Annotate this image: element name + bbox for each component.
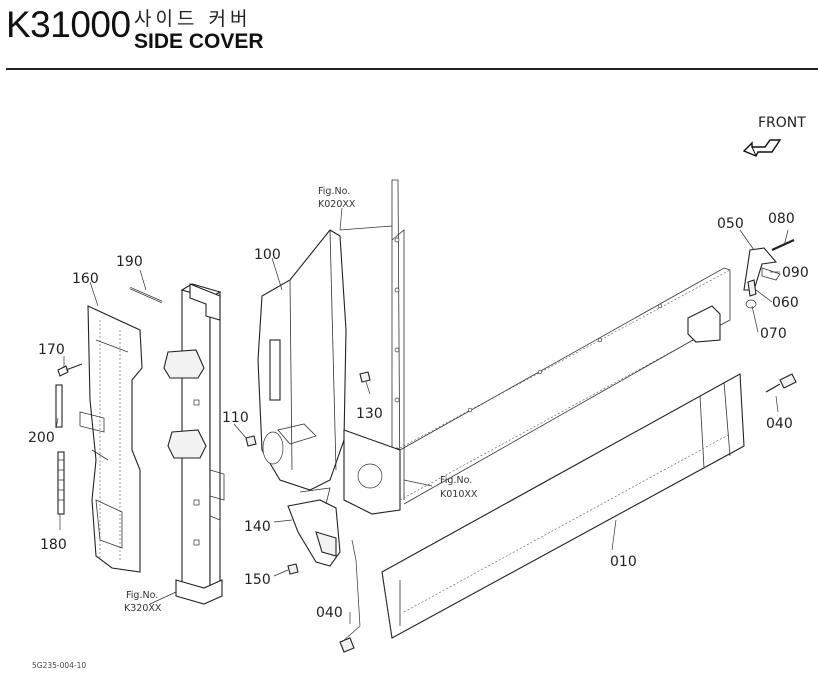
part-label: 070 bbox=[760, 326, 787, 342]
rod-200 bbox=[55, 384, 63, 428]
title-korean: 사이드 커버 bbox=[134, 8, 252, 30]
bolt-040-right bbox=[765, 373, 797, 393]
fig-ref: K320XX bbox=[124, 603, 162, 614]
fig-caption: Fig.No. bbox=[318, 186, 350, 197]
part-label: 190 bbox=[116, 254, 143, 270]
part-label: 060 bbox=[772, 295, 799, 311]
spring-060 bbox=[747, 279, 757, 297]
title-english: SIDE COVER bbox=[134, 30, 264, 53]
rod-180 bbox=[57, 451, 65, 515]
section-code: K31000 bbox=[6, 4, 131, 45]
part-label: 080 bbox=[768, 211, 795, 227]
fig-caption: Fig.No. bbox=[440, 475, 472, 486]
part-label: 110 bbox=[222, 410, 249, 426]
front-arrow-icon bbox=[742, 139, 782, 157]
part-labels: 010 040 040 050 060 070 080 090 100 110 … bbox=[28, 211, 809, 621]
fig-ref: K020XX bbox=[318, 199, 356, 210]
nut-150 bbox=[287, 563, 299, 575]
pin-190 bbox=[129, 286, 163, 304]
pin-080 bbox=[771, 238, 795, 252]
part-label: 160 bbox=[72, 271, 99, 287]
header-rule bbox=[6, 68, 818, 70]
side-cover-010 bbox=[381, 373, 745, 639]
part-label: 130 bbox=[356, 406, 383, 422]
part-label: 040 bbox=[766, 416, 793, 432]
fig-caption: Fig.No. bbox=[126, 590, 158, 601]
frame-rail-reference bbox=[343, 179, 731, 515]
side-cover-100 bbox=[257, 229, 347, 491]
frame-post bbox=[163, 283, 225, 605]
part-label: 040 bbox=[316, 605, 343, 621]
nut-110 bbox=[245, 435, 257, 447]
bolt-170 bbox=[57, 363, 83, 377]
part-label: 170 bbox=[38, 342, 65, 358]
bolt-040-left bbox=[339, 637, 355, 653]
nut-130 bbox=[359, 371, 371, 383]
clip-090 bbox=[761, 267, 781, 281]
side-cover-panel-160 bbox=[79, 305, 143, 573]
part-label: 100 bbox=[254, 247, 281, 263]
washer-070 bbox=[745, 299, 757, 309]
cover-tip-140 bbox=[287, 487, 341, 567]
part-label: 050 bbox=[717, 216, 744, 232]
bracket-050 bbox=[743, 247, 778, 291]
page-header: K31000 사이드 커버 SIDE COVER bbox=[0, 0, 818, 70]
part-label: 090 bbox=[782, 265, 809, 281]
fig-ref: K010XX bbox=[440, 489, 478, 500]
part-label: 200 bbox=[28, 430, 55, 446]
figure-refs: Fig.No. K020XX Fig.No. K010XX Fig.No. K3… bbox=[124, 186, 478, 614]
front-label: FRONT bbox=[758, 115, 806, 131]
drawing-code: 5G235-004-10 bbox=[32, 661, 86, 670]
part-label: 010 bbox=[610, 554, 637, 570]
part-label: 150 bbox=[244, 572, 271, 588]
part-label: 180 bbox=[40, 537, 67, 553]
leader-lines bbox=[55, 207, 789, 643]
part-label: 140 bbox=[244, 519, 271, 535]
